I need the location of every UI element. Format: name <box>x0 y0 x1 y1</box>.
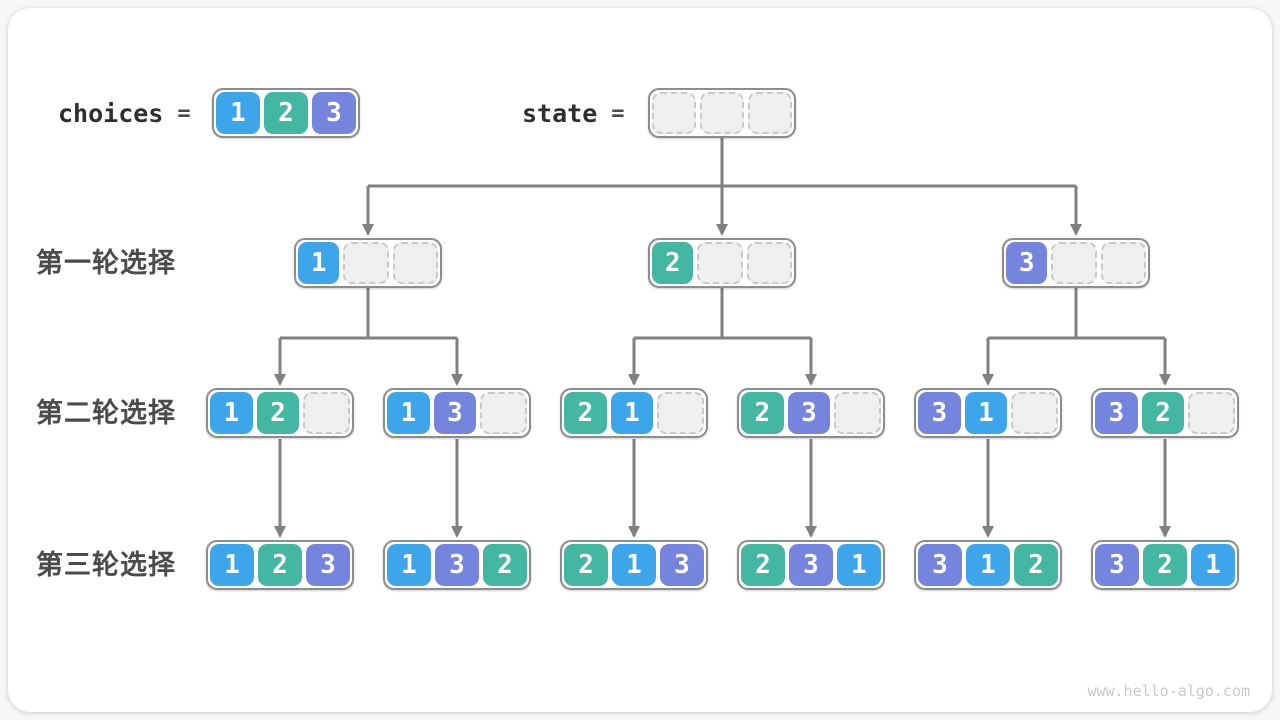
array-cell-value: 3 <box>433 392 477 434</box>
array-cell-empty <box>1011 392 1059 434</box>
array-cell-empty <box>657 392 705 434</box>
state-array-r1-b2: 2 <box>648 238 796 288</box>
array-cell-value: 3 <box>312 92 356 134</box>
array-cell-empty <box>652 92 696 134</box>
array-cell-value: 2 <box>1143 544 1187 586</box>
state-label: state <box>522 98 598 128</box>
array-cell-value: 3 <box>435 544 479 586</box>
array-cell-value: 3 <box>1095 544 1139 586</box>
array-cell-value: 3 <box>787 392 831 434</box>
array-cell-value: 2 <box>652 242 694 284</box>
round-2-label: 第二轮选择 <box>36 398 176 428</box>
array-cell-value: 2 <box>483 544 527 586</box>
array-cell-empty <box>1100 242 1146 284</box>
array-cell-value: 2 <box>256 392 300 434</box>
state-array-empty <box>648 88 796 138</box>
round-3-label: 第三轮选择 <box>36 550 176 580</box>
array-cell-empty <box>1188 392 1236 434</box>
array-cell-value: 1 <box>216 92 260 134</box>
array-cell-value: 1 <box>837 544 881 586</box>
array-cell-value: 2 <box>1141 392 1185 434</box>
array-cell-value: 2 <box>741 544 785 586</box>
array-cell-empty <box>834 392 882 434</box>
array-cell-value: 1 <box>610 392 654 434</box>
array-cell-value: 2 <box>741 392 784 434</box>
array-cell-value: 1 <box>387 392 430 434</box>
array-cell-empty <box>343 242 389 284</box>
array-cell-value: 1 <box>964 392 1008 434</box>
array-cell-empty <box>303 392 351 434</box>
array-cell-value: 1 <box>210 544 254 586</box>
array-cell-empty <box>700 92 744 134</box>
array-cell-value: 3 <box>1095 392 1138 434</box>
choices-header: choices = <box>58 88 191 138</box>
array-cell-value: 1 <box>210 392 253 434</box>
diagram-card <box>8 8 1272 712</box>
array-cell-value: 3 <box>789 544 833 586</box>
array-cell-value: 3 <box>918 392 961 434</box>
round-1-label: 第一轮选择 <box>36 248 176 278</box>
choices-label: choices <box>58 98 164 128</box>
array-cell-value: 1 <box>387 544 431 586</box>
array-cell-empty <box>1051 242 1097 284</box>
choices-equals-sign: = <box>177 100 191 126</box>
state-header: state = <box>522 88 625 138</box>
array-cell-value: 2 <box>258 544 302 586</box>
array-cell-value: 3 <box>306 544 350 586</box>
watermark-url: www.hello-algo.com <box>1087 682 1250 700</box>
array-cell-value: 2 <box>564 392 607 434</box>
array-cell-value: 2 <box>564 544 608 586</box>
array-cell-empty <box>746 242 792 284</box>
array-cell-value: 1 <box>612 544 656 586</box>
state-array-r1-b1: 1 <box>294 238 442 288</box>
array-cell-value: 2 <box>264 92 308 134</box>
array-cell-value: 3 <box>918 544 962 586</box>
array-cell-empty <box>480 392 528 434</box>
array-cell-value: 1 <box>966 544 1010 586</box>
state-array-r1-b3: 3 <box>1002 238 1150 288</box>
array-cell-value: 1 <box>1191 544 1235 586</box>
array-cell-value: 2 <box>1014 544 1058 586</box>
state-equals-sign: = <box>611 100 625 126</box>
array-cell-value: 3 <box>660 544 704 586</box>
array-cell-value: 3 <box>1006 242 1048 284</box>
array-cell-empty <box>748 92 792 134</box>
array-cell-empty <box>697 242 743 284</box>
array-cell-empty <box>392 242 438 284</box>
array-cell-value: 1 <box>298 242 340 284</box>
